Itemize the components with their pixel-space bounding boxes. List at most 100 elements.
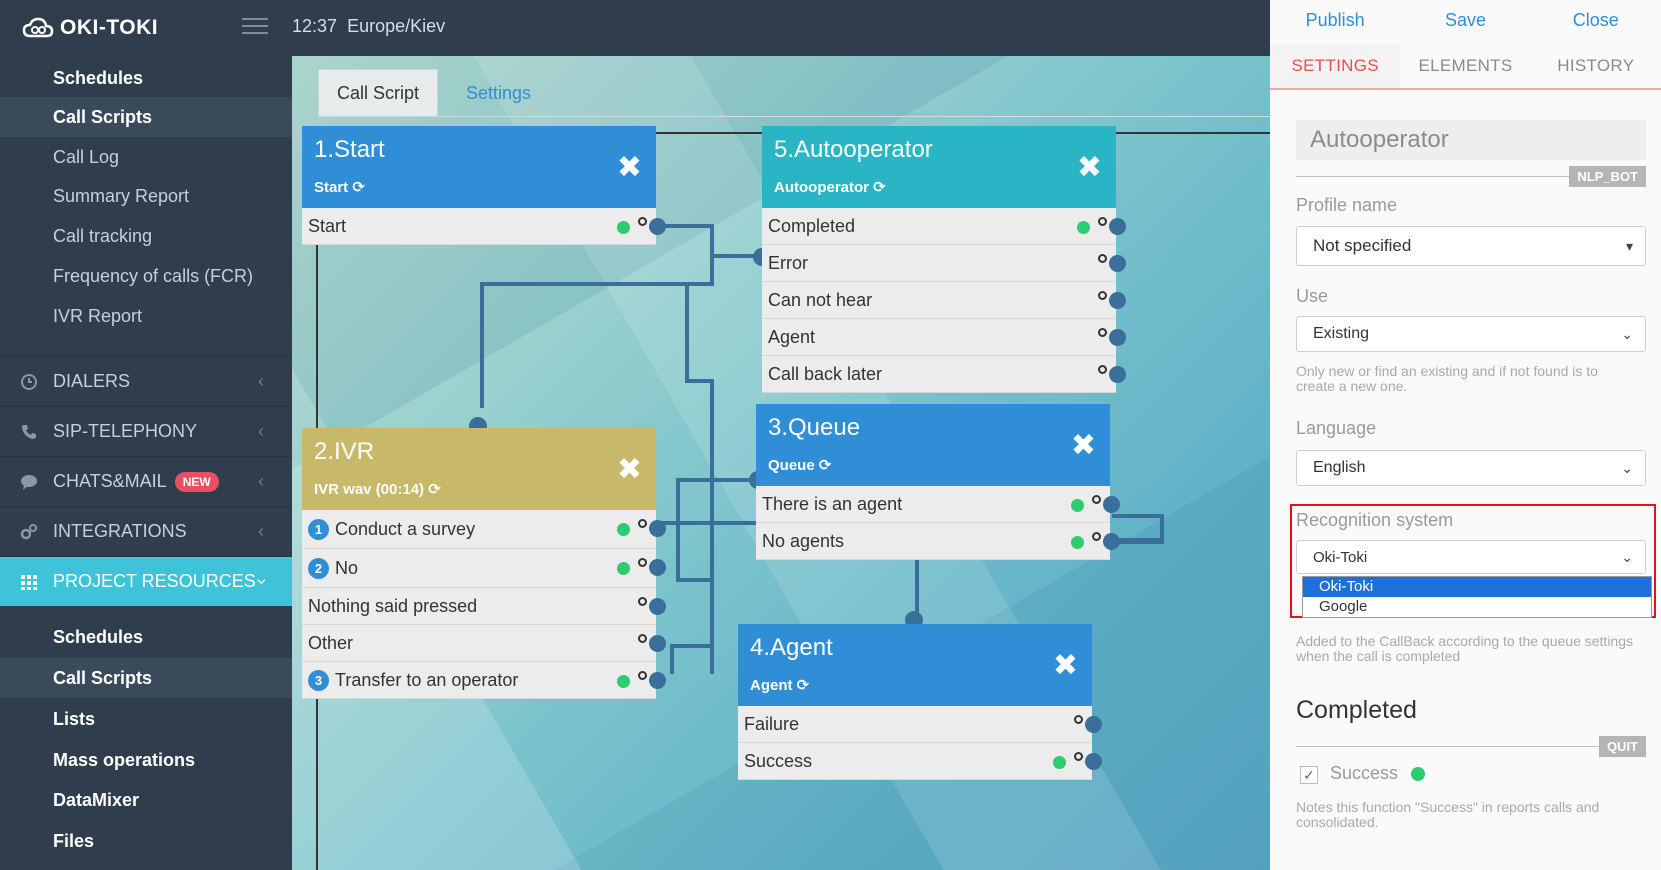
- output-port[interactable]: [649, 598, 666, 615]
- output-port[interactable]: [1109, 218, 1126, 235]
- option-google[interactable]: Google: [1319, 598, 1368, 615]
- row-label: Agent: [768, 326, 816, 347]
- close-button[interactable]: Close: [1572, 10, 1619, 30]
- sidebar-item-lists[interactable]: Lists: [0, 699, 292, 739]
- refresh-icon[interactable]: ⟳: [873, 179, 886, 196]
- node-agent[interactable]: 4.Agent Agent ⟳ ✖ Failure Success: [738, 624, 1102, 780]
- link-icon: [638, 217, 647, 226]
- node-header: 2.IVR IVR wav (00:14) ⟳ ✖: [302, 428, 656, 510]
- sidebar-item-res-call-scripts[interactable]: Call Scripts: [0, 658, 292, 698]
- link-icon: [1092, 495, 1101, 504]
- sidebar-item-label: Call Scripts: [53, 106, 153, 127]
- sidebar-item-label: Mass operations: [53, 749, 196, 770]
- node-queue[interactable]: 3.Queue Queue ⟳ ✖ There is an agent No a…: [756, 404, 1120, 560]
- link-icon: [1074, 752, 1083, 761]
- language-select[interactable]: English ⌄: [1296, 450, 1646, 486]
- tab-settings[interactable]: Settings: [448, 69, 549, 117]
- row-label: Success: [744, 750, 813, 771]
- sidebar-item-summary-report[interactable]: Summary Report: [0, 176, 292, 216]
- sidebar-item-fcr[interactable]: Frequency of calls (FCR): [0, 256, 292, 296]
- recognition-options-dropdown[interactable]: Oki-Toki Google: [1302, 576, 1652, 618]
- sidebar-item-datamixer[interactable]: DataMixer: [0, 780, 292, 820]
- tab-panel-history[interactable]: HISTORY: [1557, 56, 1635, 75]
- link-icon: [638, 634, 647, 643]
- refresh-icon[interactable]: ⟳: [352, 179, 365, 196]
- hamburger-icon[interactable]: [242, 18, 268, 36]
- key-number-badge: 3: [308, 669, 329, 691]
- sidebar-group-dialers[interactable]: DIALERS ‹: [0, 356, 292, 406]
- divider: [1296, 746, 1646, 747]
- option-oki-toki[interactable]: Oki-Toki: [1303, 577, 1651, 597]
- publish-button[interactable]: Publish: [1305, 10, 1365, 30]
- caret-down-icon: ▾: [1625, 237, 1633, 254]
- brand-logo[interactable]: OKI-TOKI: [22, 14, 158, 42]
- sidebar-item-label: Frequency of calls (FCR): [53, 265, 254, 286]
- script-canvas[interactable]: Call Script Settings 1.Start Start ⟳ ✖ S…: [292, 56, 1270, 870]
- close-icon[interactable]: ✖: [1052, 649, 1078, 682]
- refresh-icon[interactable]: ⟳: [428, 481, 441, 498]
- profile-name-label: Profile name: [1296, 195, 1398, 215]
- node-start[interactable]: 1.Start Start ⟳ ✖ Start: [302, 126, 666, 245]
- sidebar-group-sip-telephony[interactable]: SIP-TELEPHONY ‹: [0, 406, 292, 456]
- node-autooperator[interactable]: 5.Autooperator Autooperator ⟳ ✖ Complete…: [762, 126, 1126, 393]
- output-port[interactable]: [649, 672, 666, 689]
- node-output-row: Call back later: [762, 356, 1126, 393]
- output-port[interactable]: [1085, 753, 1102, 770]
- sidebar-group-integrations[interactable]: INTEGRATIONS ‹: [0, 506, 292, 556]
- sidebar-group-project-resources[interactable]: PROJECT RESOURCES ‹: [0, 556, 292, 606]
- profile-name-select[interactable]: Not specified ▾: [1296, 226, 1646, 266]
- success-dot: [617, 675, 630, 688]
- output-port[interactable]: [1085, 716, 1102, 733]
- link-icon: [638, 671, 647, 680]
- output-port[interactable]: [1109, 292, 1126, 309]
- save-button[interactable]: Save: [1444, 10, 1486, 30]
- close-icon[interactable]: ✖: [1076, 151, 1102, 184]
- output-port[interactable]: [649, 520, 666, 537]
- close-icon[interactable]: ✖: [616, 453, 642, 486]
- close-icon[interactable]: ✖: [1070, 429, 1096, 462]
- canvas-tab-bar: Call Script Settings: [318, 69, 1270, 117]
- refresh-icon[interactable]: ⟳: [818, 457, 832, 474]
- output-port[interactable]: [1103, 533, 1120, 550]
- tab-panel-settings[interactable]: SETTINGS: [1270, 44, 1401, 88]
- sidebar-item-call-log[interactable]: Call Log: [0, 137, 292, 177]
- close-icon[interactable]: ✖: [616, 151, 642, 184]
- output-port[interactable]: [1109, 366, 1126, 383]
- output-port[interactable]: [649, 218, 666, 235]
- output-port[interactable]: [649, 559, 666, 576]
- sidebar-item-files[interactable]: Files: [0, 821, 292, 861]
- output-port[interactable]: [649, 635, 666, 652]
- check-icon: ✓: [1303, 767, 1315, 783]
- row-label: Transfer to an operator: [335, 669, 519, 690]
- sidebar-group-chats-mail[interactable]: CHATS&MAIL NEW ‹: [0, 456, 292, 506]
- sidebar-item-ivr-report[interactable]: IVR Report: [0, 296, 292, 336]
- sidebar-item-res-schedules[interactable]: Schedules: [0, 617, 292, 657]
- sidebar-item-call-tracking[interactable]: Call tracking: [0, 216, 292, 256]
- row-label: No: [335, 557, 359, 578]
- sidebar-item-label: DataMixer: [53, 789, 140, 810]
- sidebar-item-mass-operations[interactable]: Mass operations: [0, 740, 292, 780]
- panel-actions: Publish Save Close: [1270, 0, 1661, 40]
- recognition-system-select[interactable]: Oki-Toki ⌄: [1296, 540, 1646, 574]
- top-header: 12:37 Europe/Kiev: [242, 0, 1270, 56]
- output-port[interactable]: [1109, 255, 1126, 272]
- tab-label: Settings: [466, 82, 532, 103]
- node-header: 4.Agent Agent ⟳ ✖: [738, 624, 1092, 706]
- select-value: English: [1313, 459, 1366, 476]
- tab-call-script[interactable]: Call Script: [318, 69, 439, 117]
- success-checkbox[interactable]: ✓: [1300, 766, 1318, 784]
- use-select[interactable]: Existing ⌄: [1296, 316, 1646, 352]
- node-subtitle-text: Agent: [750, 677, 793, 694]
- output-port[interactable]: [1103, 496, 1120, 513]
- output-port[interactable]: [1109, 329, 1126, 346]
- element-title-input[interactable]: Autooperator: [1296, 120, 1646, 160]
- sidebar-item-schedules[interactable]: Schedules: [0, 58, 292, 98]
- gears-icon: [20, 524, 37, 540]
- refresh-icon[interactable]: ⟳: [796, 677, 810, 694]
- sidebar: OKI-TOKI Schedules Call Scripts Call Log…: [0, 0, 292, 870]
- tab-panel-elements[interactable]: ELEMENTS: [1418, 56, 1513, 75]
- row-label: Error: [768, 252, 808, 273]
- sidebar-item-call-scripts[interactable]: Call Scripts: [0, 97, 292, 137]
